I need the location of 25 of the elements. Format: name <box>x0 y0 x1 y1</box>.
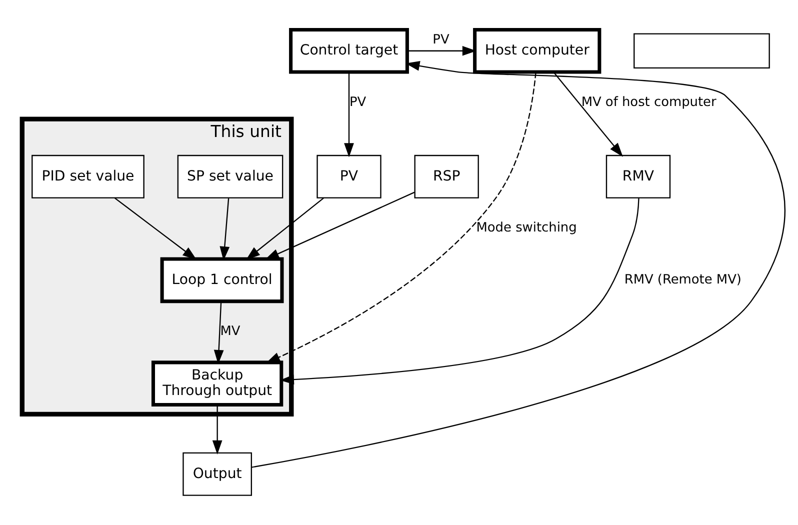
edge-label: MV <box>220 324 240 340</box>
node-box: Loop 1 control <box>160 257 284 304</box>
arrow <box>553 72 623 157</box>
arrow <box>251 61 786 468</box>
node-box <box>634 33 770 68</box>
node-box: RMV <box>606 154 671 198</box>
arrow <box>344 72 354 158</box>
node-box: PV <box>316 154 382 198</box>
arrow <box>264 192 415 260</box>
edge-label: PV <box>350 94 366 110</box>
edge-label: RMV (Remote MV) <box>624 272 742 288</box>
node-box: Host computer <box>473 28 602 74</box>
edge-label: MV of host computer <box>581 94 716 110</box>
node-box: SP set value <box>177 154 284 198</box>
arrow <box>212 404 222 454</box>
node-box: PID set value <box>32 154 144 198</box>
edge-label: Mode switching <box>476 220 577 236</box>
arrow <box>114 198 197 260</box>
arrow <box>266 72 536 364</box>
arrow <box>246 198 324 260</box>
node-box: Backup Through output <box>151 360 284 407</box>
node-box: Output <box>182 452 252 496</box>
node-box: RSP <box>414 154 479 198</box>
node-box: Control target <box>289 28 409 74</box>
edge-label: PV <box>432 32 450 48</box>
